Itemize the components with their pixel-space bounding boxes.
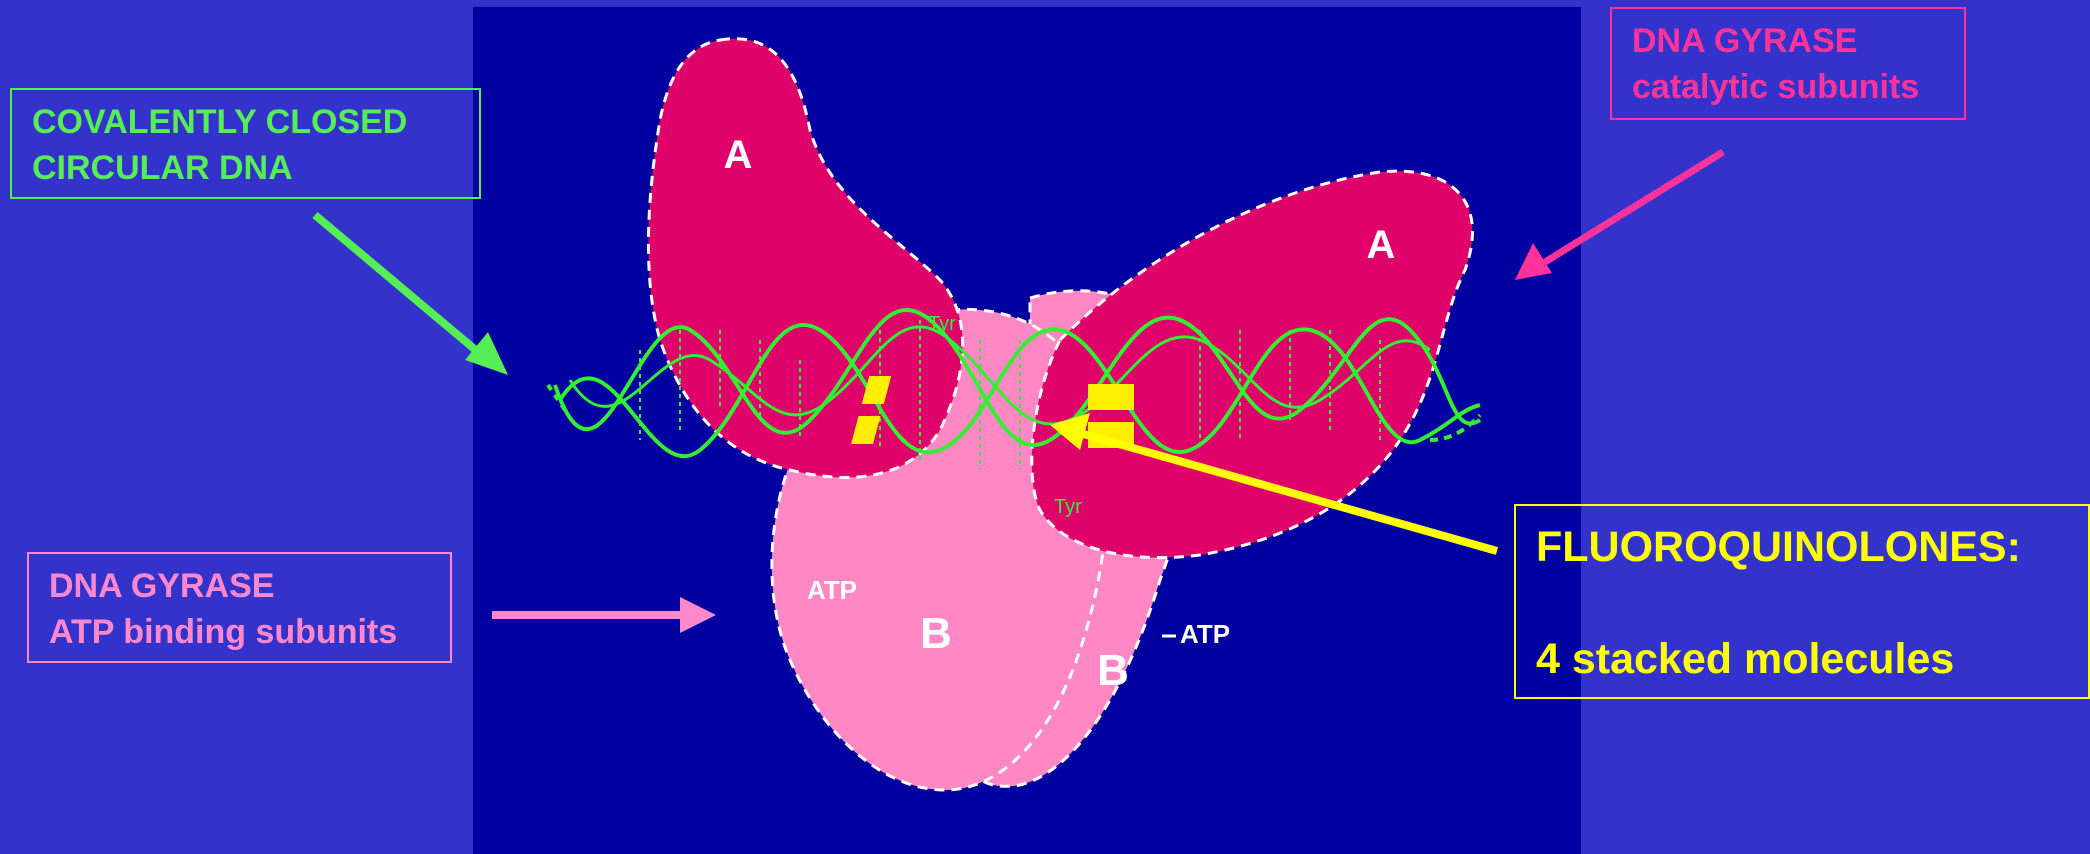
subunit-a-left: [648, 39, 962, 478]
drug-molecule: [1088, 384, 1134, 410]
callout-covalently-closed-dna: COVALENTLY CLOSED CIRCULAR DNA: [10, 88, 481, 199]
callout-catalytic-line1: DNA GYRASE: [1632, 19, 1964, 65]
arrow-catalytic: [1515, 152, 1723, 280]
callout-atp-line1: DNA GYRASE: [49, 564, 450, 610]
callout-catalytic-subunits: DNA GYRASE catalytic subunits: [1610, 7, 1966, 120]
callout-atp-line2: ATP binding subunits: [49, 610, 450, 656]
callout-catalytic-line2: catalytic subunits: [1632, 65, 1964, 111]
subunit-a-right: [1032, 171, 1473, 557]
callout-fq-spacer: [1536, 576, 2088, 632]
callout-fluoroquinolones: FLUOROQUINOLONES: 4 stacked molecules: [1514, 504, 2090, 699]
callout-fq-line1: FLUOROQUINOLONES:: [1536, 520, 2088, 576]
label-atp-left: ATP: [807, 575, 857, 605]
callout-dna-line1: COVALENTLY CLOSED: [32, 100, 479, 146]
callout-fq-line2: 4 stacked molecules: [1536, 632, 2088, 688]
arrow-dna: [315, 215, 508, 375]
arrow-atp: [492, 597, 716, 633]
callout-dna-line2: CIRCULAR DNA: [32, 146, 479, 192]
callout-atp-binding-subunits: DNA GYRASE ATP binding subunits: [27, 552, 452, 663]
label-a-left: A: [724, 133, 753, 177]
label-a-right: A: [1367, 223, 1396, 267]
label-atp-right: ATP: [1180, 619, 1230, 649]
label-b-back: B: [1097, 646, 1129, 695]
label-tyr-bottom: Tyr: [1054, 496, 1082, 518]
label-b-front: B: [920, 609, 952, 658]
label-tyr-top: Tyr: [928, 313, 956, 335]
